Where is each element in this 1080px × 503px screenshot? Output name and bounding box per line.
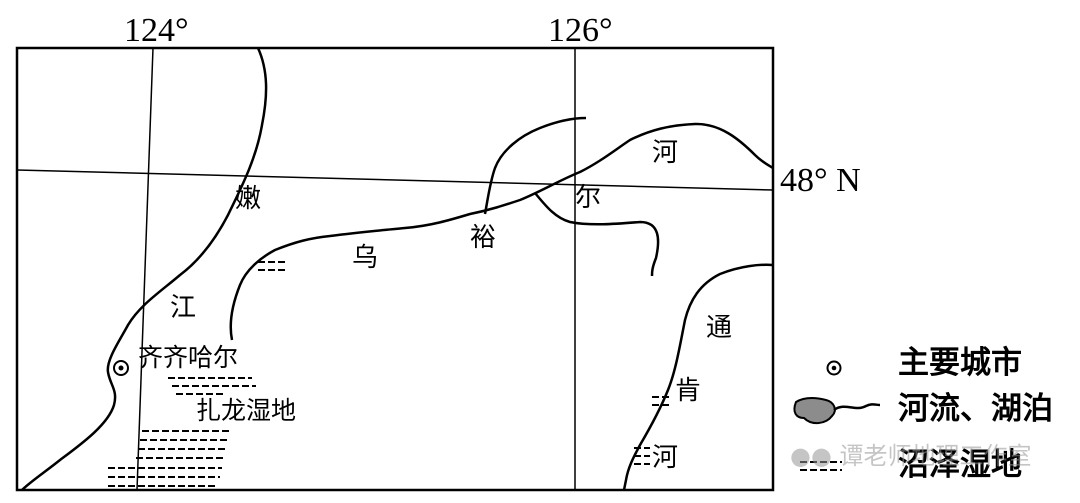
longitude-124-label: 124° [124, 12, 189, 49]
watermark-text: 谭老师地理工作室 [839, 442, 1032, 470]
zhalong-wetland-label: 扎龙湿地 [196, 396, 297, 425]
marsh-hatch [108, 261, 670, 487]
legend-marsh-label: 沼泽湿地 [898, 447, 1022, 483]
wuyur-south-branch [534, 192, 660, 277]
latitude-48-line [16, 169, 774, 191]
wuyur-river-label-2: 裕 [470, 223, 497, 253]
legend-city-icon [826, 360, 842, 376]
longitude-124-line [136, 47, 154, 491]
nen-river-label-1: 嫩 [235, 184, 262, 214]
wuyur-river-label-4: 河 [652, 138, 679, 168]
map-frame [15, 46, 775, 492]
latitude-48-label: 48° N [780, 162, 861, 199]
tongken-river-label-3: 河 [652, 443, 679, 473]
nen-river-label-2: 江 [170, 293, 197, 323]
tongken-river-label-1: 通 [706, 313, 733, 343]
legend-city-label: 主要城市 [898, 345, 1022, 381]
legend-river-lake-label: 河流、湖泊 [898, 391, 1053, 427]
watermark: ●● 谭老师地理工作室 [790, 436, 1032, 471]
tongken-river [622, 263, 774, 491]
qiqihar-label: 齐齐哈尔 [138, 343, 239, 372]
legend-marsh-icon [800, 461, 842, 471]
wuyur-river-label-1: 乌 [352, 243, 379, 273]
tongken-river-label-2: 肯 [675, 376, 702, 406]
wuyur-north-tributary [483, 116, 587, 215]
wechat-icon: ●● [790, 442, 840, 470]
wuyur-river [229, 122, 774, 341]
longitude-126-label: 126° [548, 12, 613, 49]
wuyur-river-label-3: 尔 [575, 183, 602, 213]
nen-river [21, 47, 268, 491]
qiqihar-city-symbol [113, 360, 129, 376]
legend-river-lake-icon [793, 397, 881, 424]
